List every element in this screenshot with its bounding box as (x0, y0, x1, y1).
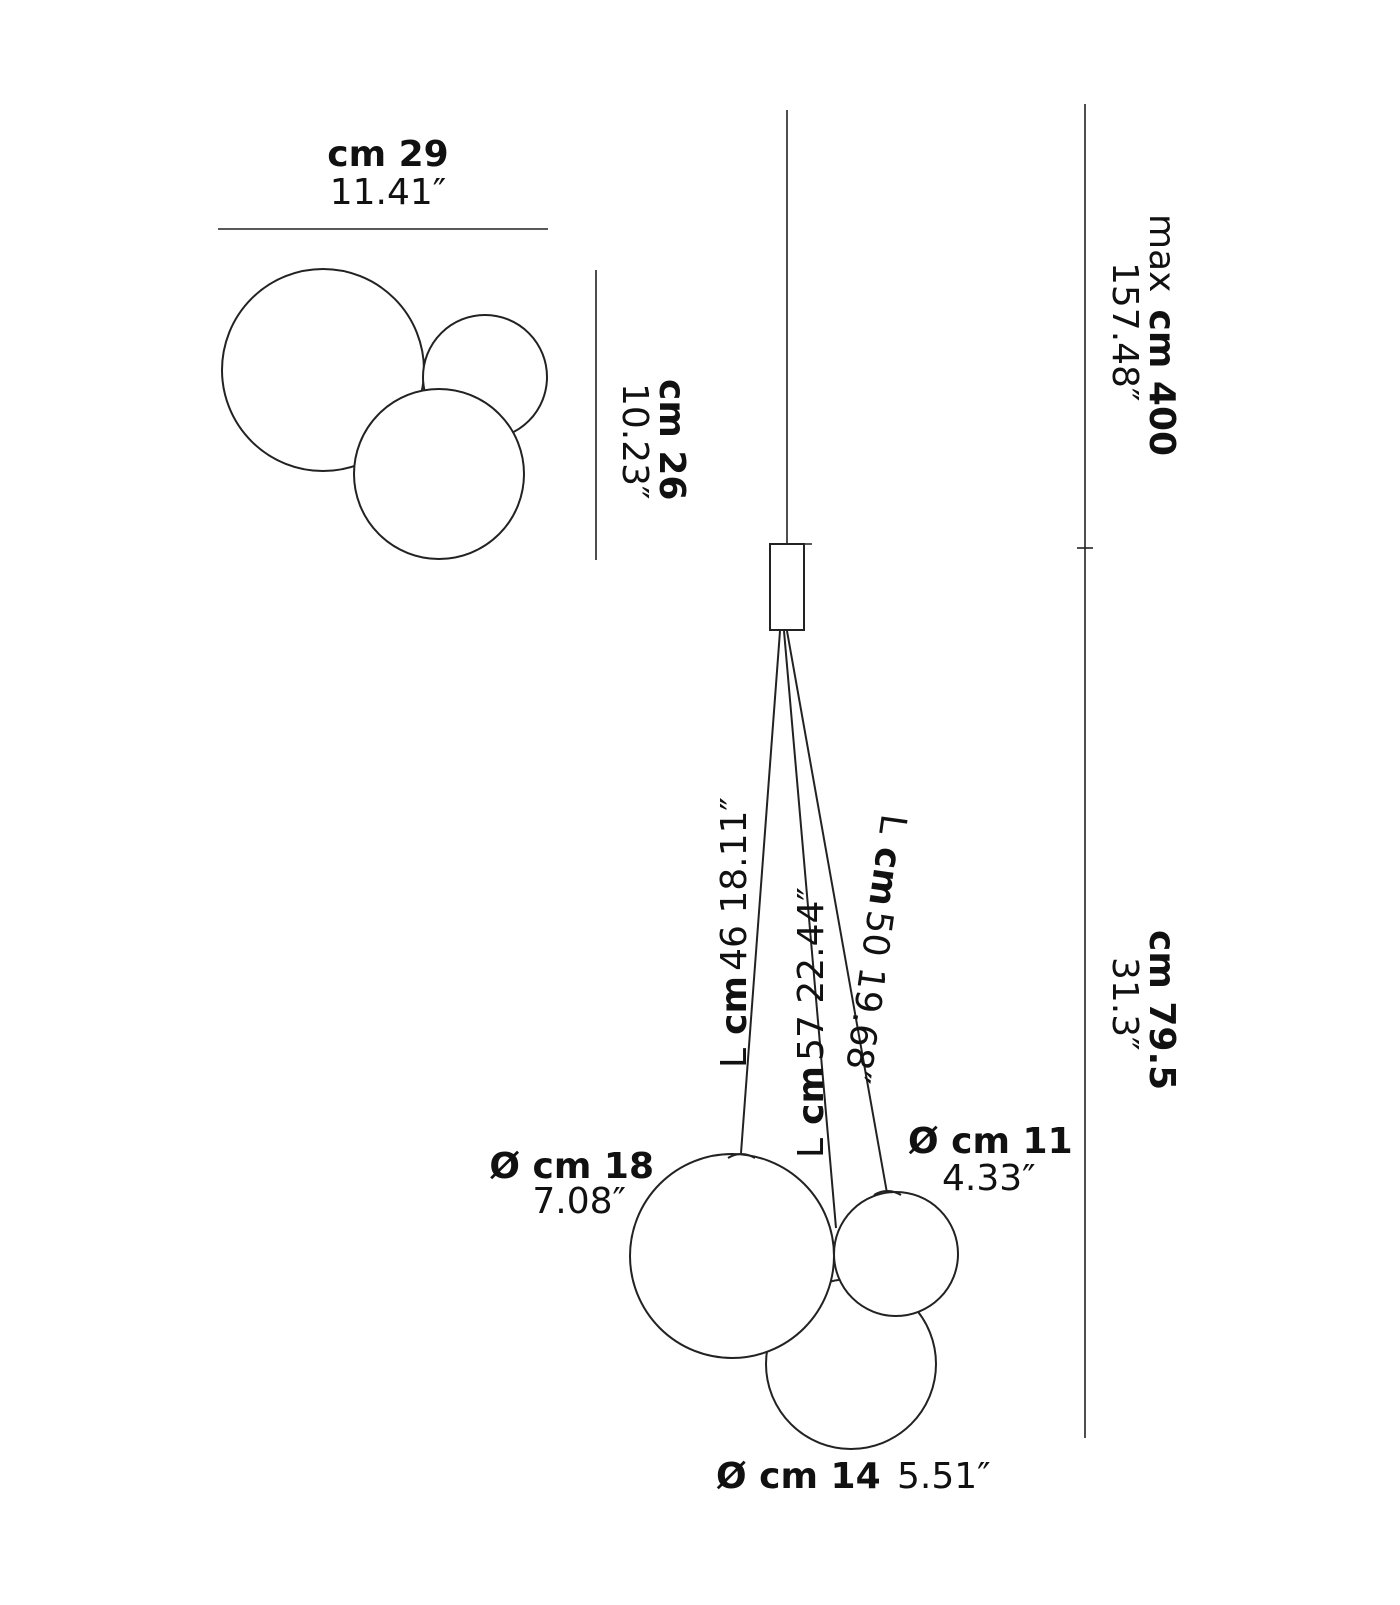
wire-right (786, 630, 888, 1194)
cable-in: 157.48″ (1104, 262, 1145, 401)
medium-sphere-diameter-in: 5.51″ (897, 1456, 991, 1497)
wire-middle (783, 630, 837, 1229)
wire-right-prefix: L (870, 812, 913, 838)
medium-sphere-diameter-cm: Ø cm 14 (716, 1456, 881, 1497)
top-width-cm: cm 29 (327, 134, 448, 175)
top-view-medium-sphere (353, 388, 525, 560)
cable-prefix: max (1141, 214, 1182, 292)
wire-left-label: L cm 46 18.11″ (714, 797, 755, 1068)
small-sphere-cap (873, 1190, 902, 1196)
body-height-in: 31.3″ (1104, 957, 1145, 1051)
wire-middle-label: L cm 57 22.44″ (791, 887, 832, 1158)
top-view: cm 29 11.41″ cm 26 10.23″ (218, 134, 692, 560)
cable-length-label: max cm 400 (1141, 214, 1182, 456)
cable-cm: cm 400 (1141, 310, 1182, 457)
wire-left-prefix: L (714, 1048, 755, 1068)
top-depth-cm: cm 26 (651, 379, 692, 500)
wire-left-value: 46 18.11″ (714, 797, 755, 971)
small-sphere (833, 1191, 959, 1317)
large-sphere (629, 1153, 835, 1359)
large-sphere-diameter-cm: Ø cm 18 (489, 1146, 654, 1187)
large-sphere-cap (727, 1153, 756, 1159)
top-width-in: 11.41″ (330, 172, 447, 213)
large-sphere-diameter-in: 7.08″ (532, 1181, 626, 1222)
top-depth-in: 10.23″ (614, 383, 655, 500)
small-sphere-diameter-in: 4.33″ (942, 1158, 1036, 1199)
wire-right-cm: cm (860, 845, 909, 909)
wire-middle-prefix: L (791, 1138, 832, 1158)
wire-right-label: L cm 50 19.68″ (835, 812, 913, 1086)
wire-left (740, 630, 781, 1154)
wire-middle-value: 57 22.44″ (791, 887, 832, 1061)
small-sphere-diameter-cm: Ø cm 11 (908, 1121, 1073, 1162)
wire-right-value: 50 19.68″ (835, 908, 900, 1086)
side-view: max cm 400 157.48″ cm 79.5 31.3″ L cm 46… (489, 104, 1182, 1497)
canopy (769, 543, 805, 631)
wire-middle-cm: cm (791, 1066, 832, 1125)
wire-left-cm: cm (714, 976, 755, 1035)
body-height-cm: cm 79.5 (1141, 930, 1182, 1090)
